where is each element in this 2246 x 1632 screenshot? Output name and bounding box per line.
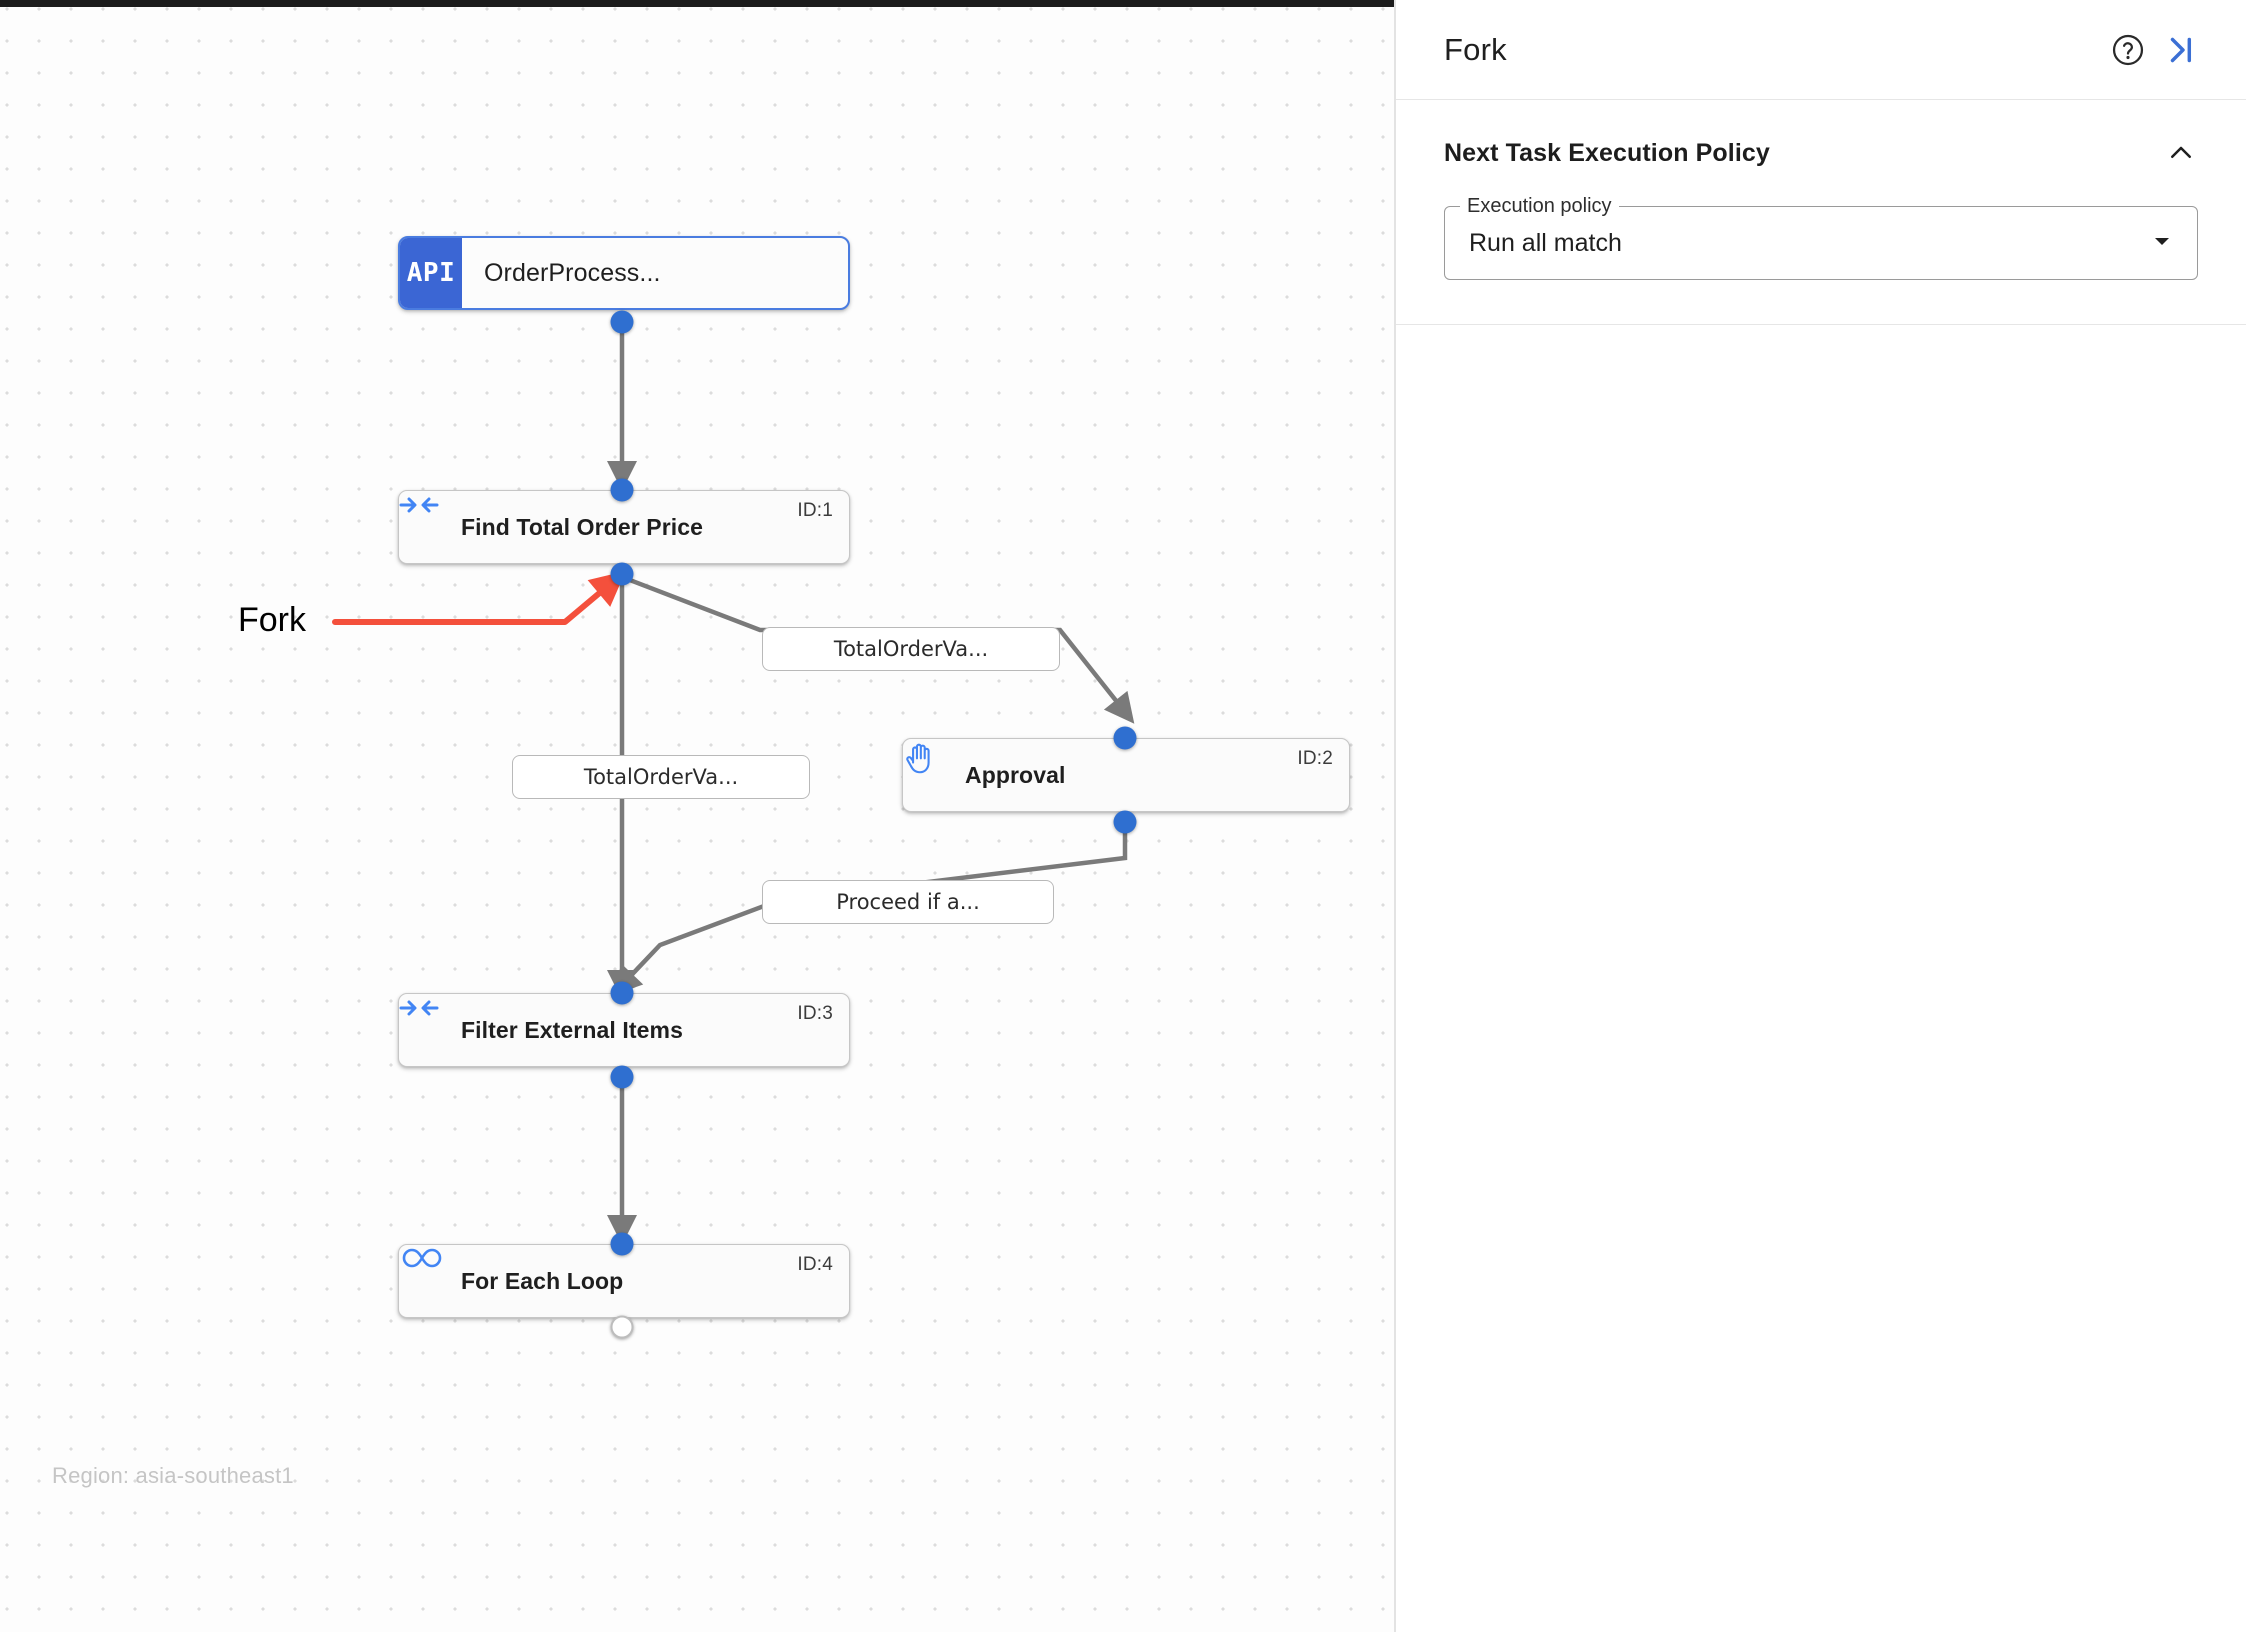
workflow-canvas[interactable]: API OrderProcess... Find Total Order Pri… — [0, 0, 1396, 1632]
node-title: Approval — [965, 761, 1066, 788]
port-in-for-each-loop[interactable] — [610, 1232, 634, 1256]
node-id-label: ID:2 — [1297, 748, 1333, 769]
node-orderprocess[interactable]: API OrderProcess... — [398, 236, 850, 310]
port-out-orderprocess[interactable] — [610, 310, 634, 334]
execution-policy-select[interactable]: Run all match Execution policy — [1444, 195, 2198, 280]
port-out-filter-external-items[interactable] — [610, 1065, 634, 1089]
next-task-execution-policy-section: Next Task Execution Policy Run all match — [1396, 100, 2246, 325]
node-title: Find Total Order Price — [461, 513, 704, 540]
fork-annotation-arrow — [332, 570, 626, 625]
section-title: Next Task Execution Policy — [1444, 138, 1770, 167]
dropdown-triangle-icon[interactable] — [2151, 230, 2173, 257]
port-out-approval[interactable] — [1113, 810, 1137, 834]
properties-panel: Fork Next Task Execution Policy — [1396, 0, 2246, 1632]
execution-policy-value: Run all match — [1469, 228, 1622, 257]
edge-label-text: TotalOrderVa... — [583, 765, 739, 789]
panel-title: Fork — [1444, 31, 1507, 67]
node-id-label: ID:1 — [797, 500, 833, 521]
port-in-approval[interactable] — [1113, 726, 1137, 750]
fork-annotation-label: Fork — [238, 601, 306, 639]
edge-label-text: Proceed if a... — [836, 890, 980, 914]
node-filter-external-items[interactable]: Filter External Items ID:3 — [398, 993, 850, 1067]
node-id-label: ID:4 — [797, 1254, 833, 1275]
edge-label-proceed-if-approved[interactable]: Proceed if a... — [762, 880, 1054, 924]
execution-policy-label: Execution policy — [1460, 195, 1619, 218]
node-title: OrderProcess... — [484, 258, 661, 287]
node-title: For Each Loop — [461, 1267, 624, 1294]
region-label: Region: asia-southeast1 — [52, 1463, 294, 1488]
chevron-up-icon[interactable] — [2164, 136, 2198, 170]
workflow-graph: API OrderProcess... Find Total Order Pri… — [52, 236, 1350, 1488]
help-circle-icon[interactable] — [2102, 24, 2154, 76]
port-in-find-total-order-price[interactable] — [610, 478, 634, 502]
node-id-label: ID:3 — [797, 1003, 833, 1024]
edge-label-total-order-value-right[interactable]: TotalOrderVa... — [762, 627, 1060, 671]
api-icon: API — [400, 238, 462, 308]
edge-label-total-order-value-left[interactable]: TotalOrderVa... — [512, 755, 810, 799]
port-in-filter-external-items[interactable] — [610, 981, 634, 1005]
node-title: Filter External Items — [461, 1016, 683, 1043]
collapse-panel-right-icon[interactable] — [2154, 24, 2206, 76]
port-out-find-total-order-price[interactable] — [610, 562, 634, 586]
execution-policy-select-box[interactable]: Run all match — [1444, 206, 2198, 280]
section-header[interactable]: Next Task Execution Policy — [1444, 136, 2198, 170]
panel-header: Fork — [1396, 0, 2246, 100]
node-approval[interactable]: Approval ID:2 — [902, 738, 1350, 812]
port-out-for-each-loop[interactable] — [610, 1315, 634, 1339]
edge-label-text: TotalOrderVa... — [833, 637, 989, 661]
